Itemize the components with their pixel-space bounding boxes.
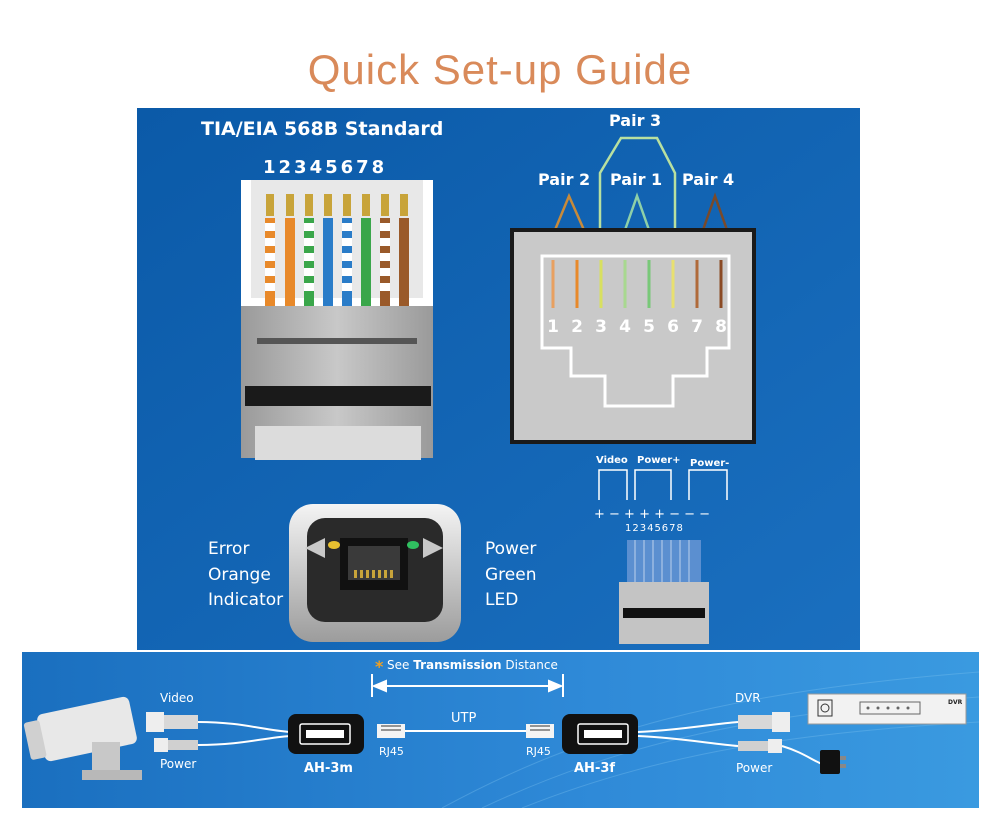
balun-ah-3m (288, 714, 364, 754)
svg-text:Orange: Orange (208, 565, 271, 585)
svg-text:1: 1 (547, 317, 559, 337)
utp-label: UTP (451, 711, 476, 726)
jack-pin-numbers: 1 2 3 4 5 6 7 8 (547, 317, 727, 337)
distance-star-icon: * (375, 657, 384, 676)
svg-text:2: 2 (571, 317, 583, 337)
svg-text:Green: Green (485, 565, 536, 585)
standard-title: TIA/EIA 568B Standard (201, 118, 443, 140)
power-plug-right-icon (738, 739, 782, 753)
dvr-device-icon: DVR (807, 693, 967, 725)
pair-3-label: Pair 3 (609, 111, 661, 130)
svg-text:Error: Error (208, 539, 249, 559)
bnc-connector-left-icon (146, 712, 198, 732)
pinout-numbers: 12345678 (625, 523, 684, 534)
dvr-label: DVR (735, 691, 761, 705)
svg-text:Power: Power (485, 539, 536, 559)
svg-text:5: 5 (643, 317, 655, 337)
svg-text:8: 8 (715, 317, 727, 337)
power-left-label: Power (160, 757, 196, 771)
svg-text:7: 7 (691, 317, 703, 337)
pair-1-label: Pair 1 (610, 170, 662, 189)
wiring-standard-panel: TIA/EIA 568B Standard 12345678 (137, 108, 860, 650)
balun-ah-3f (562, 714, 638, 754)
pinout-video-label: Video (596, 455, 628, 466)
power-adapter-icon (820, 750, 846, 774)
rj45-jack-diagram: 1 2 3 4 5 6 7 8 (510, 228, 756, 444)
error-led-icon (328, 541, 340, 549)
error-indicator-label: Error Orange Indicator (208, 539, 283, 610)
plug-pin-numbers: 12345678 (263, 157, 387, 178)
power-right-label: Power (736, 761, 772, 775)
rj45-plug-diagram (241, 180, 433, 460)
bnc-connector-right-icon (738, 712, 790, 732)
svg-text:3: 3 (595, 317, 607, 337)
distance-note: See Transmission Distance (387, 658, 558, 672)
rj45-left-icon (377, 724, 405, 738)
dvr-box-label: DVR (948, 699, 963, 706)
pinout-power-plus-label: Power+ (637, 455, 681, 466)
pinout-power-minus-label: Power- (690, 458, 729, 469)
svg-text:LED: LED (485, 590, 518, 610)
pinout-diagram: Video Power+ Power- + − + + + − − − 1234… (594, 455, 729, 644)
power-led-label: Power Green LED (485, 539, 536, 610)
balun-right-label: AH-3f (574, 761, 615, 776)
video-label: Video (160, 691, 194, 705)
plug-wires (265, 218, 409, 306)
balun-left-label: AH-3m (304, 761, 353, 776)
power-led-icon (407, 541, 419, 549)
balun-device-photo (289, 504, 461, 642)
connection-diagram-panel: * See Transmission Distance Video Power … (22, 652, 979, 808)
pinout-signs: + − + + + − − − (594, 507, 710, 522)
power-plug-left-icon (154, 738, 198, 752)
rj45-right-icon (526, 724, 554, 738)
page-title: Quick Set-up Guide (307, 46, 693, 93)
camera-icon (23, 696, 142, 780)
svg-text:4: 4 (619, 317, 631, 337)
rj45-left-label: RJ45 (379, 745, 404, 758)
rj45-right-label: RJ45 (526, 745, 551, 758)
svg-text:6: 6 (667, 317, 679, 337)
pair-labels: Pair 3 Pair 2 Pair 1 Pair 4 (538, 111, 734, 189)
pair-4-label: Pair 4 (682, 170, 734, 189)
svg-text:Indicator: Indicator (208, 590, 283, 610)
pair-2-label: Pair 2 (538, 170, 590, 189)
